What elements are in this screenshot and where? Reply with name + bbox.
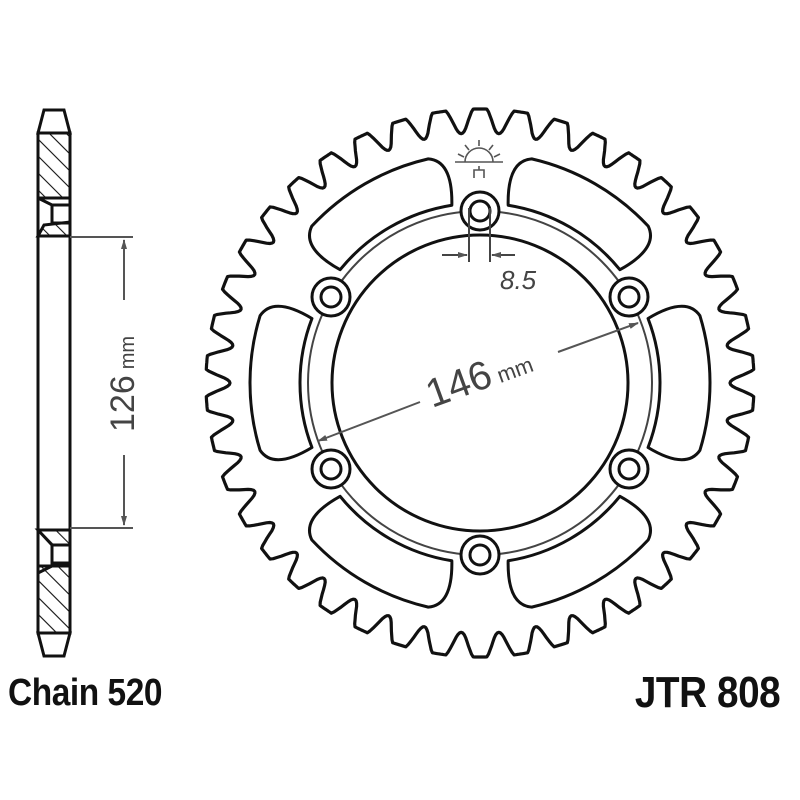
bolt-hole-dimension: [442, 208, 515, 262]
bolt-holes: [310, 190, 650, 576]
sun-symbol-icon: [455, 140, 503, 178]
bolt-hole: [310, 448, 352, 490]
bore-dimension: [70, 236, 133, 529]
bolt-hole: [608, 448, 650, 490]
bolt-circle-dimension-label: 146mm: [420, 338, 538, 417]
lightening-window: [506, 157, 652, 272]
bolt-hole: [459, 190, 501, 232]
lightening-window: [646, 304, 712, 462]
bolt-circle-dimension: [317, 322, 639, 442]
profile-top-tooth: [36, 108, 72, 135]
lightening-windows: [248, 157, 712, 609]
profile-bottom-hatch: [36, 564, 72, 635]
bolt-hole: [459, 534, 501, 576]
bolt-hole-dimension-label: 8.5: [500, 265, 537, 295]
chain-size-label: Chain 520: [8, 672, 163, 714]
lightening-window: [506, 494, 652, 609]
bore-dimension-label: 126mm: [104, 336, 142, 432]
teeth-outline: [204, 107, 756, 659]
lightening-window: [308, 157, 454, 272]
center-bore: [330, 233, 630, 533]
bolt-hole: [310, 276, 352, 318]
lightening-window: [308, 494, 454, 609]
side-profile-view: [34, 108, 72, 658]
part-number-label: JTR 808: [634, 668, 781, 717]
lightening-window: [248, 304, 314, 462]
bolt-hole: [608, 276, 650, 318]
profile-bottom-tooth: [36, 631, 72, 658]
profile-top-hatch: [36, 131, 72, 200]
sprocket-front-view: [204, 107, 756, 659]
